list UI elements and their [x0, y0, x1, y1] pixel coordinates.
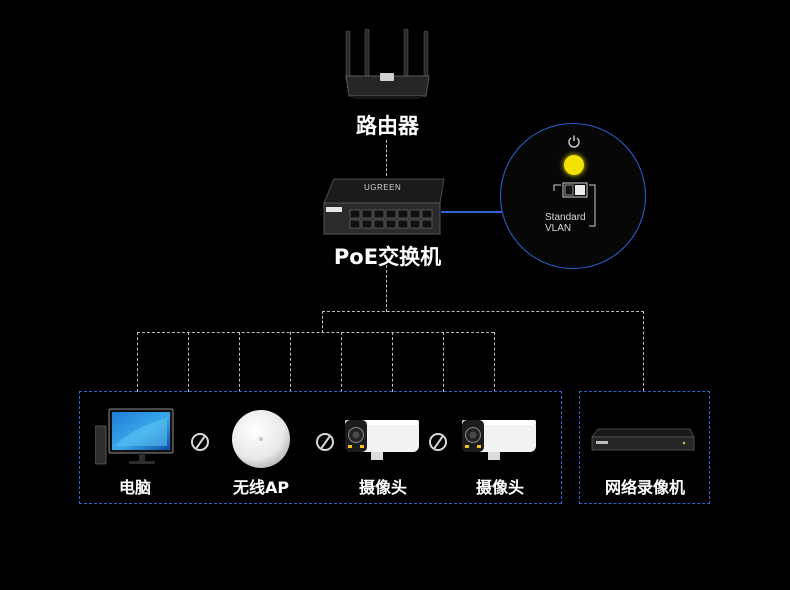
- separator-icon-2: [316, 433, 334, 451]
- nvr-group-box: [579, 391, 710, 504]
- vlan-vlan-text: VLAN: [545, 223, 572, 234]
- endpoint-group-box: [79, 391, 562, 504]
- router-device: [340, 26, 435, 104]
- poe-switch-label: PoE交换机: [333, 245, 442, 269]
- vlan-switch-icon: [551, 181, 601, 236]
- tree-drop-5: [341, 332, 342, 392]
- connector-router-switch: [386, 140, 387, 176]
- tree-drop-8: [494, 332, 495, 392]
- tree-branch-line: [137, 332, 494, 333]
- tree-left-drop: [322, 311, 323, 333]
- poe-switch-device: [320, 176, 450, 238]
- tree-drop-3: [239, 332, 240, 392]
- camera-icon-1: [341, 414, 421, 462]
- camera-label-1: 摄像头: [358, 478, 407, 497]
- switch-brand-text: UGREEN: [364, 183, 402, 192]
- separator-icon-3: [429, 433, 447, 451]
- tree-top-line: [322, 311, 644, 312]
- switch-detail-zoom: Standard VLAN: [500, 123, 646, 269]
- vlan-standard-text: Standard: [545, 212, 586, 223]
- separator-icon-1: [191, 433, 209, 451]
- wireless-ap-icon: [230, 409, 292, 469]
- computer-label: 电脑: [118, 478, 151, 497]
- wireless-ap-label: 无线AP: [232, 478, 290, 497]
- router-label: 路由器: [356, 114, 419, 138]
- power-icon: [567, 133, 581, 148]
- computer-icon: [94, 408, 177, 468]
- camera-icon-2: [458, 414, 538, 462]
- power-led-indicator: [564, 155, 584, 175]
- tree-drop-4: [290, 332, 291, 392]
- tree-drop-2: [188, 332, 189, 392]
- nvr-icon: [590, 426, 696, 454]
- tree-drop-1: [137, 332, 138, 392]
- tree-right-drop: [643, 311, 644, 391]
- tree-drop-7: [443, 332, 444, 392]
- connector-switch-zoom: [441, 211, 503, 213]
- connector-switch-tree: [386, 265, 387, 312]
- tree-drop-6: [392, 332, 393, 392]
- camera-label-2: 摄像头: [475, 478, 524, 497]
- nvr-label: 网络录像机: [604, 478, 685, 497]
